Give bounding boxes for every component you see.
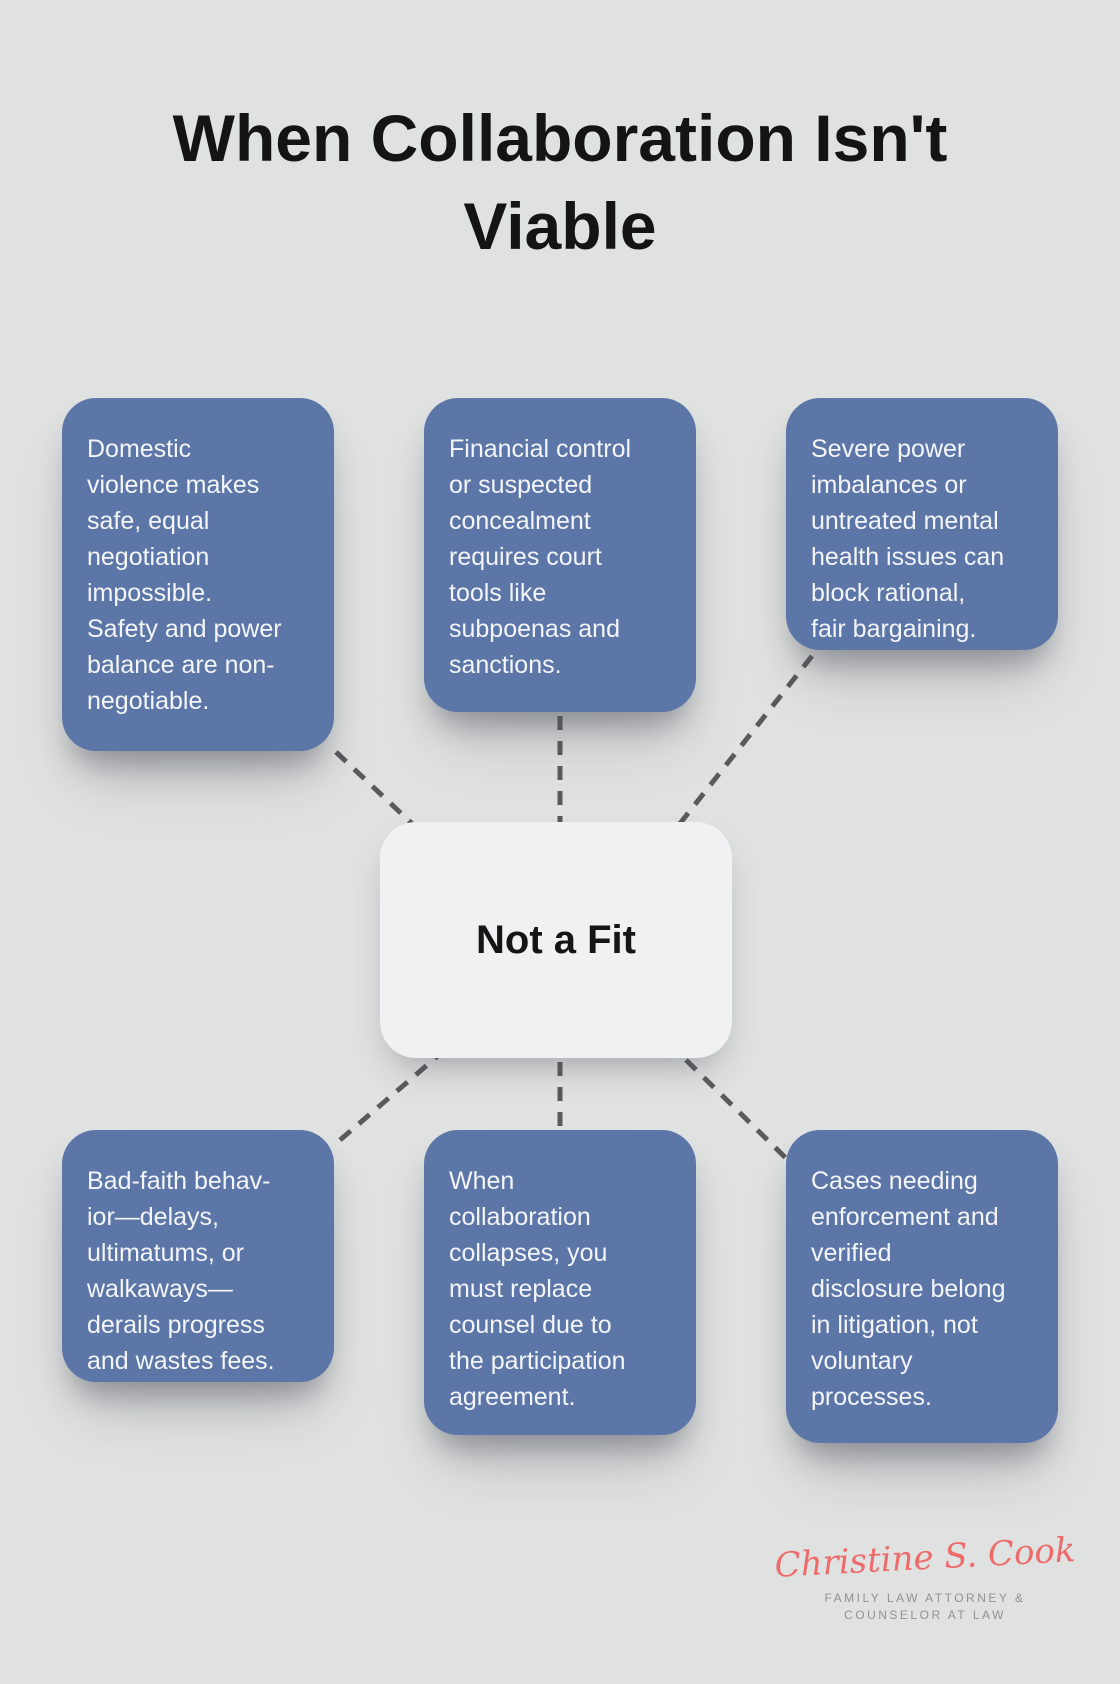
signature-subtitle: FAMILY LAW ATTORNEY & COUNSELOR AT LAW [824, 1591, 1026, 1622]
signature-block: Christine S. Cook FAMILY LAW ATTORNEY & … [755, 1530, 1095, 1624]
connector-bottom-right [684, 1058, 794, 1166]
connector-bottom-left [338, 1052, 442, 1142]
reason-box-domestic-violence: Domestic violence makes safe, equal nego… [62, 398, 334, 751]
reason-box-power-imbalance: Severe power imbalances or untreated men… [786, 398, 1058, 650]
reason-box-financial-control: Financial control or suspected concealme… [424, 398, 696, 712]
center-node-label: Not a Fit [476, 917, 636, 962]
connector-top-left [334, 750, 424, 835]
reason-box-enforcement-litigation: Cases needing enforcement and verified d… [786, 1130, 1058, 1443]
page-title: When Collaboration Isn't Viable [172, 101, 948, 263]
connector-top-right [676, 654, 814, 828]
center-node: Not a Fit [380, 822, 732, 1058]
reason-box-bad-faith: Bad-faith behav- ior—delays, ultimatums,… [62, 1130, 334, 1382]
signature-name: Christine S. Cook [773, 1530, 1077, 1586]
reason-box-collapse-replace-counsel: When collaboration collapses, you must r… [424, 1130, 696, 1435]
